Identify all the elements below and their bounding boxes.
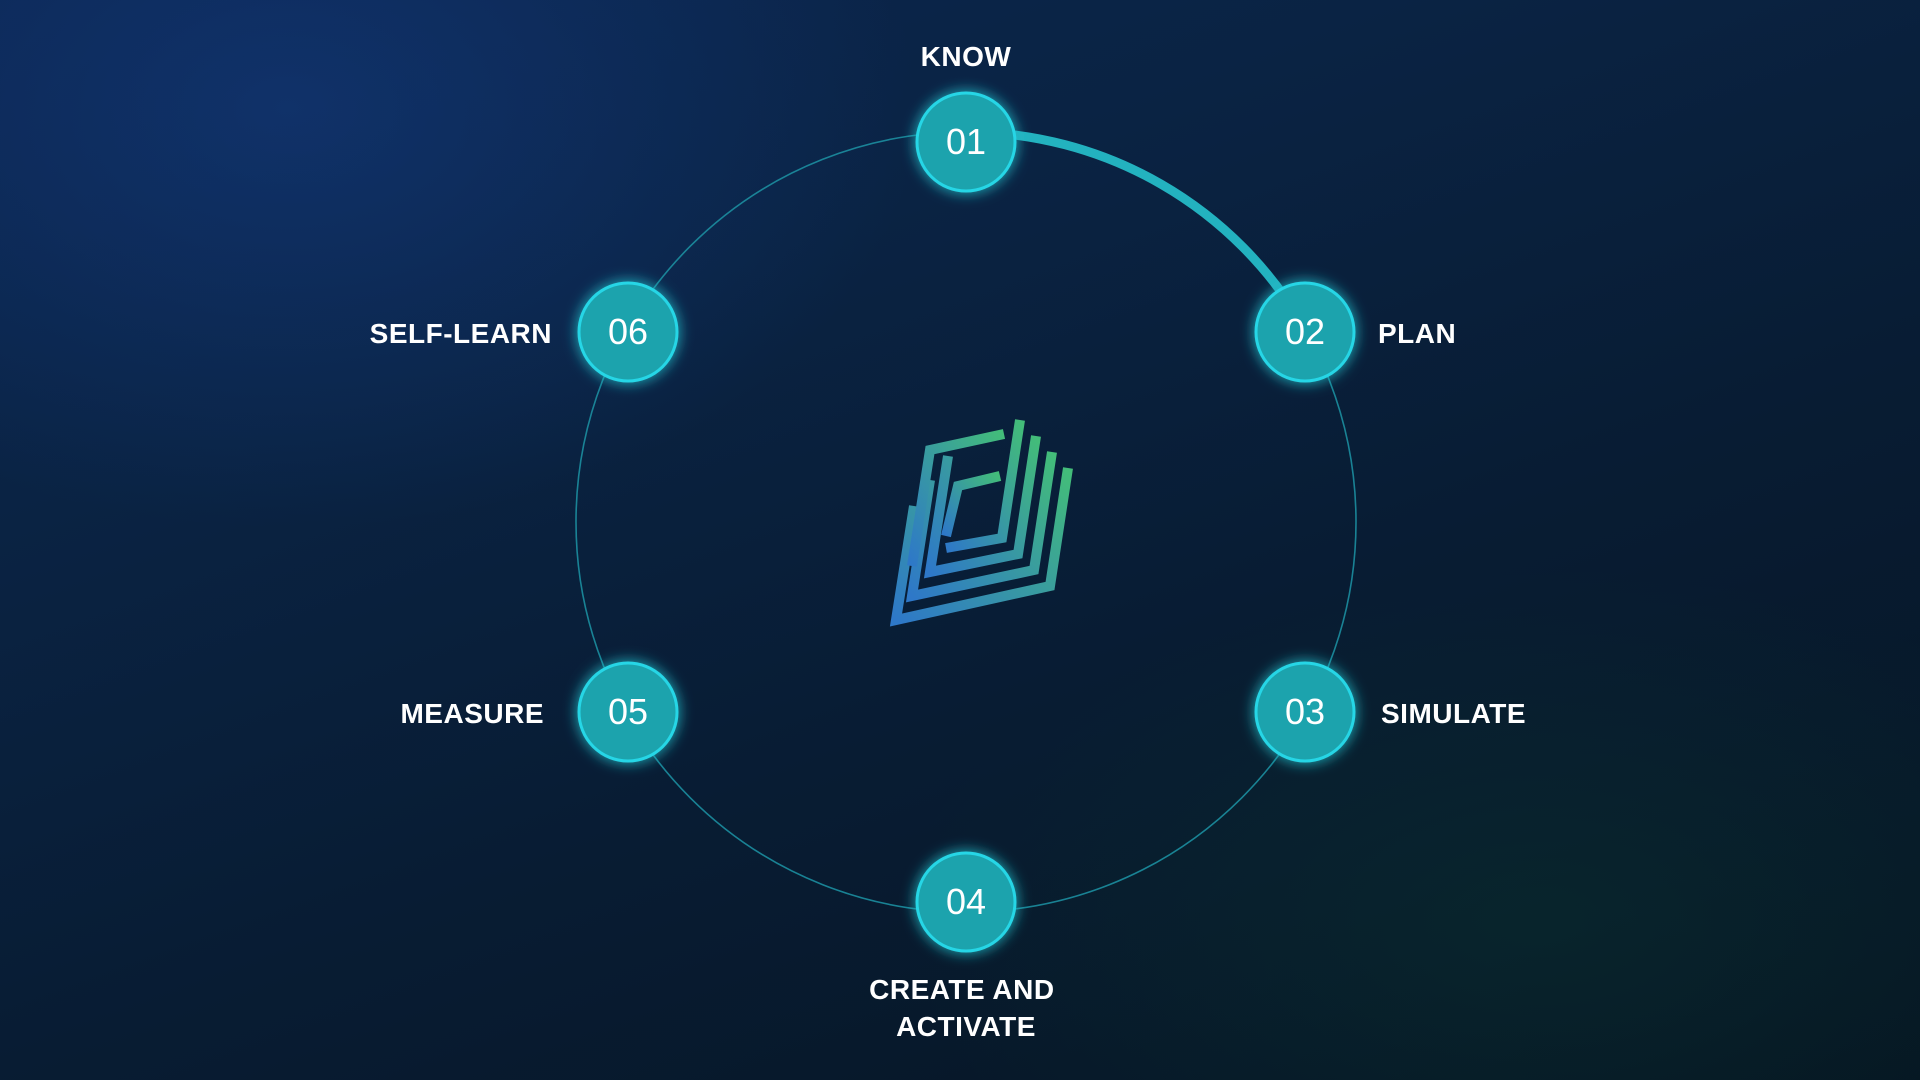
step-label-measure: MEASURE [400, 698, 544, 729]
step-label-create-and-activate: CREATE AND ACTIVATE [869, 974, 1063, 1042]
step-node-05: 05 [577, 661, 679, 763]
step-circle-05 [577, 661, 679, 763]
step-label-line-1: CREATE AND [869, 974, 1054, 1005]
step-circle-03 [1254, 661, 1356, 763]
step-node-01: 01 [915, 91, 1017, 193]
stacked-chevron-logo-icon [889, 419, 1073, 627]
progress-arc [961, 127, 1309, 332]
step-number-06: 06 [608, 311, 648, 352]
step-number-05: 05 [608, 691, 648, 732]
step-label-line-2: ACTIVATE [896, 1011, 1036, 1042]
step-number-01: 01 [946, 121, 986, 162]
step-node-03: 03 [1254, 661, 1356, 763]
step-circle-04 [915, 851, 1017, 953]
step-circle-01 [915, 91, 1017, 193]
step-number-02: 02 [1285, 311, 1325, 352]
step-label-plan: PLAN [1378, 318, 1456, 349]
step-label-simulate: SIMULATE [1381, 698, 1526, 729]
step-node-04: 04 [915, 851, 1017, 953]
step-number-04: 04 [946, 881, 986, 922]
step-label-self-learn: SELF-LEARN [370, 318, 552, 349]
step-node-06: 06 [577, 281, 679, 383]
step-label-know: KNOW [921, 41, 1012, 72]
step-circle-06 [577, 281, 679, 383]
step-circle-02 [1254, 281, 1356, 383]
step-node-02: 02 [1254, 281, 1356, 383]
step-number-03: 03 [1285, 691, 1325, 732]
